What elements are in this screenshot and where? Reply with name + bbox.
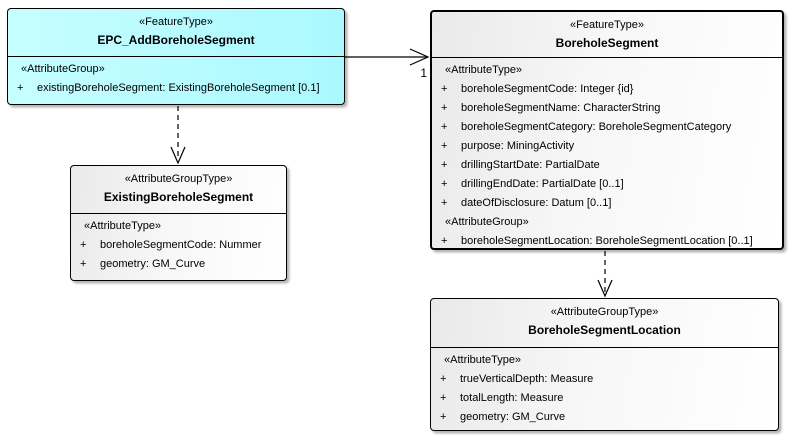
attribute-text: geometry: GM_Curve <box>100 258 206 270</box>
class-stereotype: «AttributeGroupType» <box>550 306 659 318</box>
association-connector[interactable]: 1 <box>345 48 430 80</box>
class-header: «AttributeGroupType» ExistingBoreholeSeg… <box>71 166 286 214</box>
visibility-sign: + <box>440 392 447 404</box>
attribute-text: boreholeSegmentName: CharacterString <box>461 102 661 114</box>
attribute-text: boreholeSegmentLocation: BoreholeSegment… <box>461 235 753 247</box>
attribute-text: drillingEndDate: PartialDate [0..1] <box>461 178 624 190</box>
visibility-sign: + <box>441 197 448 209</box>
dependency-arrow-to-boreholesegmentlocation[interactable] <box>597 251 613 298</box>
class-header: «AttributeGroupType» BoreholeSegmentLoca… <box>431 299 778 348</box>
attribute-row[interactable]: + boreholeSegmentName: CharacterString <box>432 99 782 118</box>
attribute-row[interactable]: + boreholeSegmentCode: Integer {id} <box>432 80 782 99</box>
target-multiplicity-label: 1 <box>420 66 427 80</box>
visibility-sign: + <box>441 83 448 95</box>
visibility-sign: + <box>441 121 448 133</box>
class-name: BoreholeSegmentLocation <box>528 323 681 337</box>
attribute-text: purpose: MiningActivity <box>461 140 575 152</box>
class-header: «FeatureType» BoreholeSegment <box>432 12 782 58</box>
class-name: EPC_AddBoreholeSegment <box>97 33 255 47</box>
attribute-row[interactable]: + trueVerticalDepth: Measure <box>431 370 778 389</box>
visibility-sign: + <box>441 140 448 152</box>
attribute-row[interactable]: + geometry: GM_Curve <box>71 255 286 274</box>
attribute-row[interactable]: + existingBoreholeSegment: ExistingBoreho… <box>8 79 344 98</box>
section-stereotype-label: «AttributeType» <box>445 64 523 76</box>
attribute-text: geometry: GM_Curve <box>460 411 566 423</box>
class-attributes-compartment: «AttributeGroup» + existingBoreholeSegment… <box>8 57 344 98</box>
attribute-text: boreholeSegmentCode: Integer {id} <box>461 83 634 95</box>
attribute-row[interactable]: + drillingStartDate: PartialDate <box>432 156 782 175</box>
attribute-text: existingBoreholeSegment: ExistingBorehol… <box>37 82 320 94</box>
class-attributes-compartment: «AttributeType» + boreholeSegmentCode: Num… <box>71 214 286 274</box>
class-name: BoreholeSegment <box>555 36 659 50</box>
class-stereotype: «AttributeGroupType» <box>124 173 233 185</box>
attribute-row[interactable]: + totalLength: Measure <box>431 389 778 408</box>
visibility-sign: + <box>440 411 447 423</box>
section-stereotype-label: «AttributeGroup» <box>21 63 105 75</box>
attribute-row[interactable]: + boreholeSegmentCode: Nummer <box>71 236 286 255</box>
attribute-row[interactable]: + drillingEndDate: PartialDate [0..1] <box>432 175 782 194</box>
class-name: ExistingBoreholeSegment <box>103 190 254 204</box>
visibility-sign: + <box>441 159 448 171</box>
attribute-row[interactable]: + dateOfDisclosure: Datum [0..1] <box>432 194 782 213</box>
visibility-sign: + <box>441 235 448 247</box>
attribute-row[interactable]: + purpose: MiningActivity <box>432 137 782 156</box>
class-box-epc-addboreholesegment[interactable]: «FeatureType» EPC_AddBoreholeSegment «At… <box>7 8 345 105</box>
class-stereotype: «FeatureType» <box>570 19 644 31</box>
class-box-existingboreholesegment[interactable]: «AttributeGroupType» ExistingBoreholeSeg… <box>70 165 287 281</box>
attribute-text: boreholeSegmentCode: Nummer <box>100 239 262 251</box>
attribute-text: trueVerticalDepth: Measure <box>460 373 594 385</box>
attribute-text: drillingStartDate: PartialDate <box>461 159 600 171</box>
class-header: «FeatureType» EPC_AddBoreholeSegment <box>8 9 344 57</box>
visibility-sign: + <box>441 178 448 190</box>
dependency-arrow-to-existingboreholesegment[interactable] <box>170 106 186 165</box>
visibility-sign: + <box>80 258 87 270</box>
class-box-boreholesegmentlocation[interactable]: «AttributeGroupType» BoreholeSegmentLoca… <box>430 298 779 431</box>
attribute-text: dateOfDisclosure: Datum [0..1] <box>461 197 612 209</box>
class-box-boreholesegment[interactable]: «FeatureType» BoreholeSegment «Attribute… <box>430 10 784 250</box>
section-stereotype-label: «AttributeType» <box>444 354 522 366</box>
attribute-row[interactable]: + boreholeSegmentCategory: BoreholeSegmen… <box>432 118 782 137</box>
attribute-row[interactable]: + boreholeSegmentLocation: BoreholeSegmen… <box>432 232 782 251</box>
attribute-text: totalLength: Measure <box>460 392 564 404</box>
section-stereotype-label: «AttributeType» <box>84 220 162 232</box>
attribute-row[interactable]: + geometry: GM_Curve <box>431 408 778 427</box>
class-attributes-compartment: «AttributeType» + boreholeSegmentCode: Int… <box>432 58 782 251</box>
class-stereotype: «FeatureType» <box>139 16 213 28</box>
attribute-text: boreholeSegmentCategory: BoreholeSegment… <box>461 121 732 133</box>
visibility-sign: + <box>440 373 447 385</box>
visibility-sign: + <box>17 82 24 94</box>
class-attributes-compartment: «AttributeType» + trueVerticalDepth: Measu… <box>431 348 778 427</box>
visibility-sign: + <box>80 239 87 251</box>
section-stereotype-label: «AttributeGroup» <box>445 216 529 228</box>
visibility-sign: + <box>441 102 448 114</box>
